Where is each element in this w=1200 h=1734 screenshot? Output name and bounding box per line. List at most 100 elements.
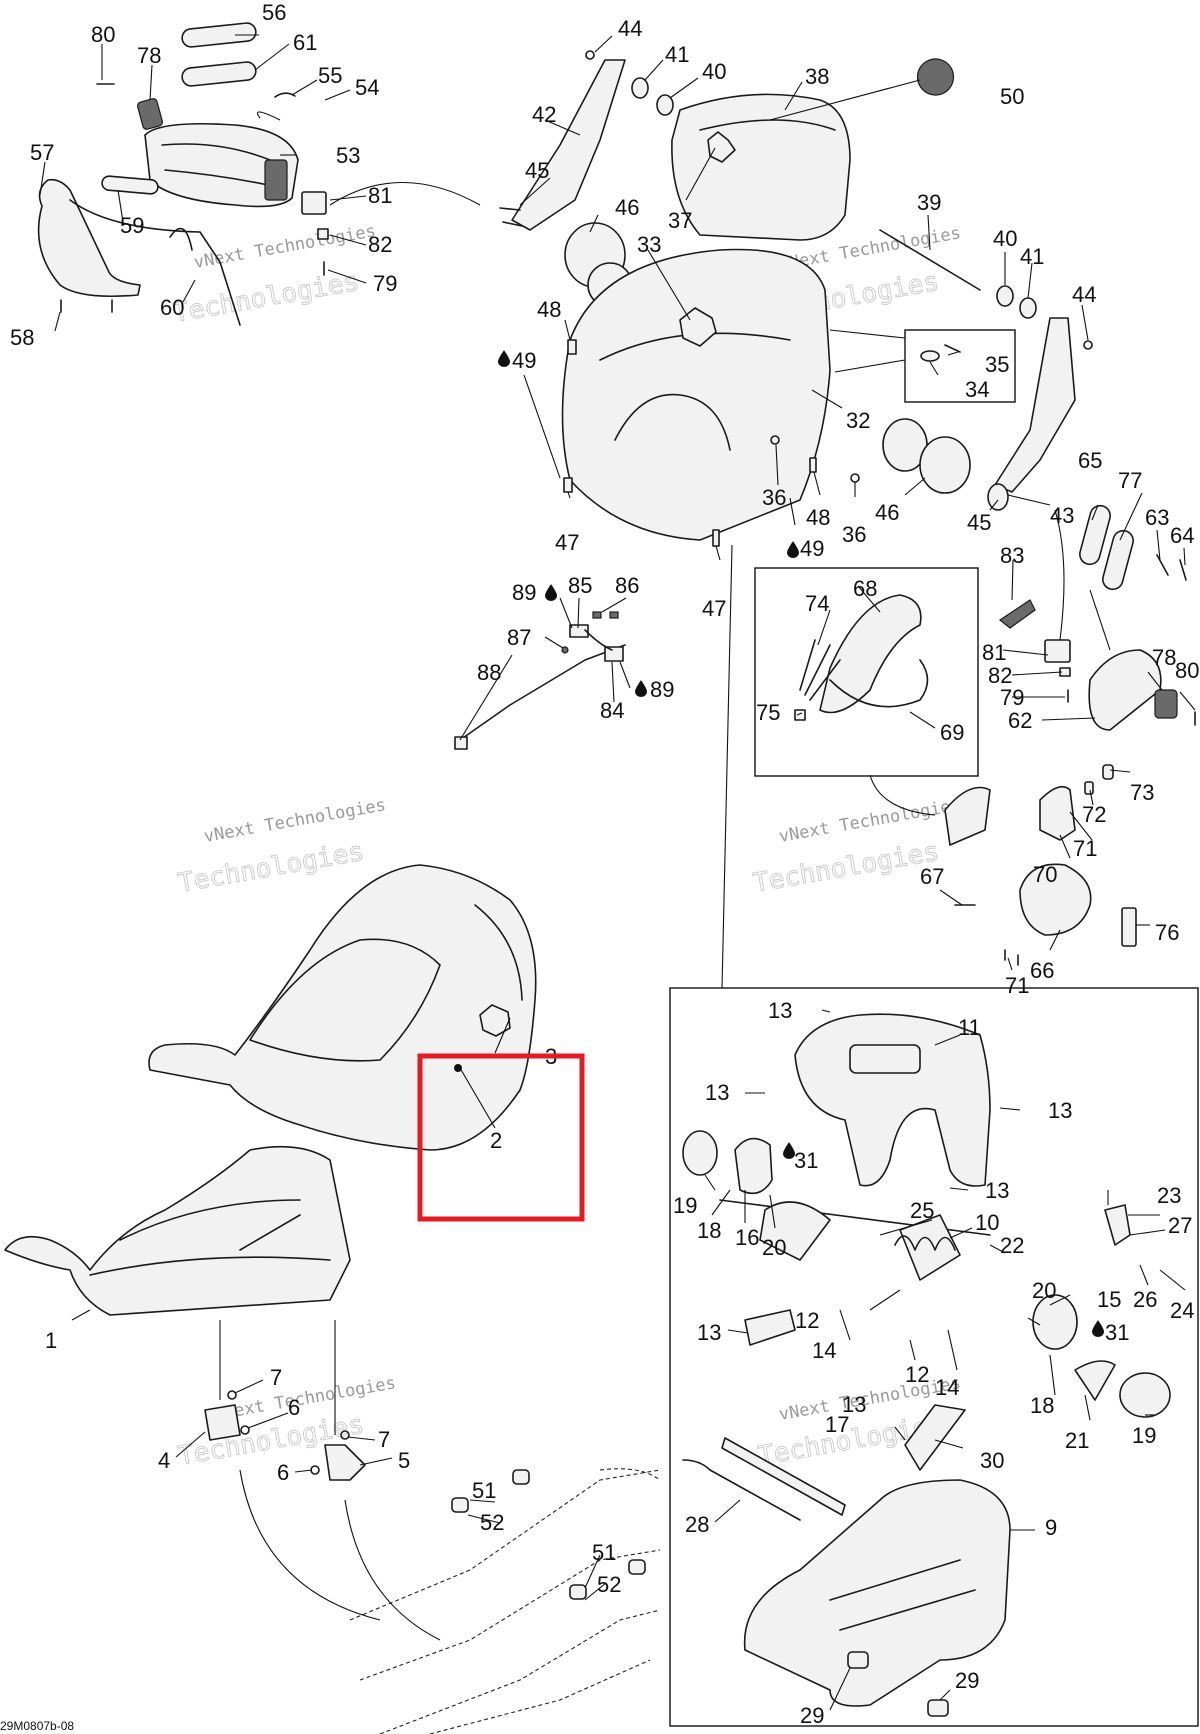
- handle-30: [904, 1404, 966, 1471]
- latch-23: [1104, 1204, 1131, 1246]
- callout-13b: 13: [705, 1080, 729, 1105]
- callout-51b: 51: [592, 1540, 616, 1565]
- callout-12b: 12: [905, 1362, 929, 1387]
- grip-61: [181, 61, 257, 87]
- shaft-39: [879, 229, 981, 291]
- rider-seat-2: [148, 864, 537, 1151]
- callout-81: 81: [368, 183, 392, 208]
- passenger-backrest-assembly: [499, 50, 1093, 547]
- callout-39: 39: [917, 190, 941, 215]
- callout-56: 56: [262, 0, 286, 25]
- right-handle-assembly: [954, 504, 1196, 966]
- callout-14b: 14: [935, 1375, 959, 1400]
- reference-code: 29M0807b-08: [0, 1719, 74, 1733]
- callout-32: 32: [846, 408, 870, 433]
- callout-77: 77: [1118, 468, 1142, 493]
- callout-30: 30: [980, 1448, 1004, 1473]
- badge-83: [998, 599, 1036, 629]
- callout-80b: 80: [1175, 658, 1199, 683]
- callout-78b: 78: [1152, 645, 1176, 670]
- callout-13c: 13: [1048, 1098, 1072, 1123]
- callout-1: 1: [45, 1328, 57, 1353]
- watermark-text: Technologies: [176, 837, 366, 899]
- shaft-10: [719, 1199, 991, 1236]
- callout-4: 4: [158, 1448, 170, 1473]
- backrest-mechanism-box: [669, 544, 1199, 1727]
- callout-69: 69: [940, 720, 964, 745]
- pin-47b: [712, 529, 720, 547]
- bearing-41a: [631, 77, 649, 99]
- cover-66: [1019, 863, 1092, 936]
- callout-29b: 29: [955, 1668, 979, 1693]
- switch-81b: [1044, 639, 1071, 663]
- callout-19b: 19: [1132, 1423, 1156, 1448]
- callout-28: 28: [685, 1512, 709, 1537]
- callout-76: 76: [1155, 920, 1179, 945]
- callout-58: 58: [10, 325, 34, 350]
- callout-55: 55: [318, 63, 342, 88]
- callout-65: 65: [1078, 448, 1102, 473]
- callout-13f: 13: [842, 1392, 866, 1417]
- lubricant-drop-icon: [787, 541, 799, 558]
- highlight-box: [417, 1053, 585, 1222]
- screw-75: [794, 709, 806, 721]
- seat-2-point: [454, 1064, 462, 1072]
- callout-47b: 47: [702, 596, 726, 621]
- watermark-text: Technologies: [751, 837, 941, 899]
- callout-2: 2: [490, 1128, 502, 1153]
- callout-29: 29: [800, 1703, 824, 1728]
- callout-19: 19: [673, 1193, 697, 1218]
- callout-40b: 40: [993, 226, 1017, 251]
- wire-60: [69, 199, 241, 326]
- cable-28b: [682, 1459, 801, 1521]
- plate-31a: [734, 1137, 773, 1195]
- callout-26: 26: [1133, 1287, 1157, 1312]
- callout-37: 37: [668, 208, 692, 233]
- lubricant-drop-icon: [635, 680, 647, 697]
- bumper-51b: [512, 1469, 530, 1485]
- callout-40: 40: [702, 59, 726, 84]
- bracket-4: [204, 1404, 241, 1441]
- callout-18: 18: [697, 1218, 721, 1243]
- nut-36b: [850, 473, 860, 483]
- callout-31b: 31: [1105, 1320, 1129, 1345]
- callout-6b: 6: [277, 1460, 289, 1485]
- callout-62: 62: [1008, 708, 1032, 733]
- callout-24: 24: [1170, 1298, 1194, 1323]
- seat-pan-1: [4, 1145, 351, 1316]
- callout-61: 61: [293, 30, 317, 55]
- callout-27: 27: [1168, 1213, 1192, 1238]
- arm-12b: [899, 1214, 961, 1281]
- callout-50: 50: [1000, 84, 1024, 109]
- callout-7: 7: [270, 1365, 282, 1390]
- callout-14: 14: [812, 1338, 836, 1363]
- connector-84: [604, 646, 624, 662]
- label-76: [1121, 907, 1137, 947]
- lubricant-drop-icon: [545, 584, 557, 601]
- nut-6a: [240, 1425, 250, 1435]
- bumper-51d: [628, 1559, 646, 1575]
- callout-63: 63: [1145, 505, 1169, 530]
- callout-79: 79: [373, 271, 397, 296]
- watermark-text: vNext Technologies: [212, 1373, 397, 1425]
- logo-3: [479, 1004, 511, 1037]
- callout-48b: 48: [806, 505, 830, 530]
- watermark-text: vNext Technologies: [192, 221, 377, 273]
- screws-45a: [499, 207, 523, 227]
- nut-7b: [340, 1430, 350, 1440]
- callout-80: 80: [91, 22, 115, 47]
- bearing-41b: [1019, 297, 1037, 319]
- callout-38: 38: [805, 64, 829, 89]
- callout-49b: 49: [800, 536, 824, 561]
- callout-36: 36: [762, 485, 786, 510]
- callout-34: 34: [965, 377, 989, 402]
- left-handle-assembly: [37, 22, 481, 326]
- harness-assembly: [454, 611, 626, 750]
- knob-19b: [1119, 1372, 1171, 1418]
- callout-82b: 82: [988, 663, 1012, 688]
- callout-75: 75: [756, 700, 780, 725]
- support-arm-43: [994, 317, 1076, 493]
- callout-31: 31: [794, 1148, 818, 1173]
- callout-5: 5: [398, 1448, 410, 1473]
